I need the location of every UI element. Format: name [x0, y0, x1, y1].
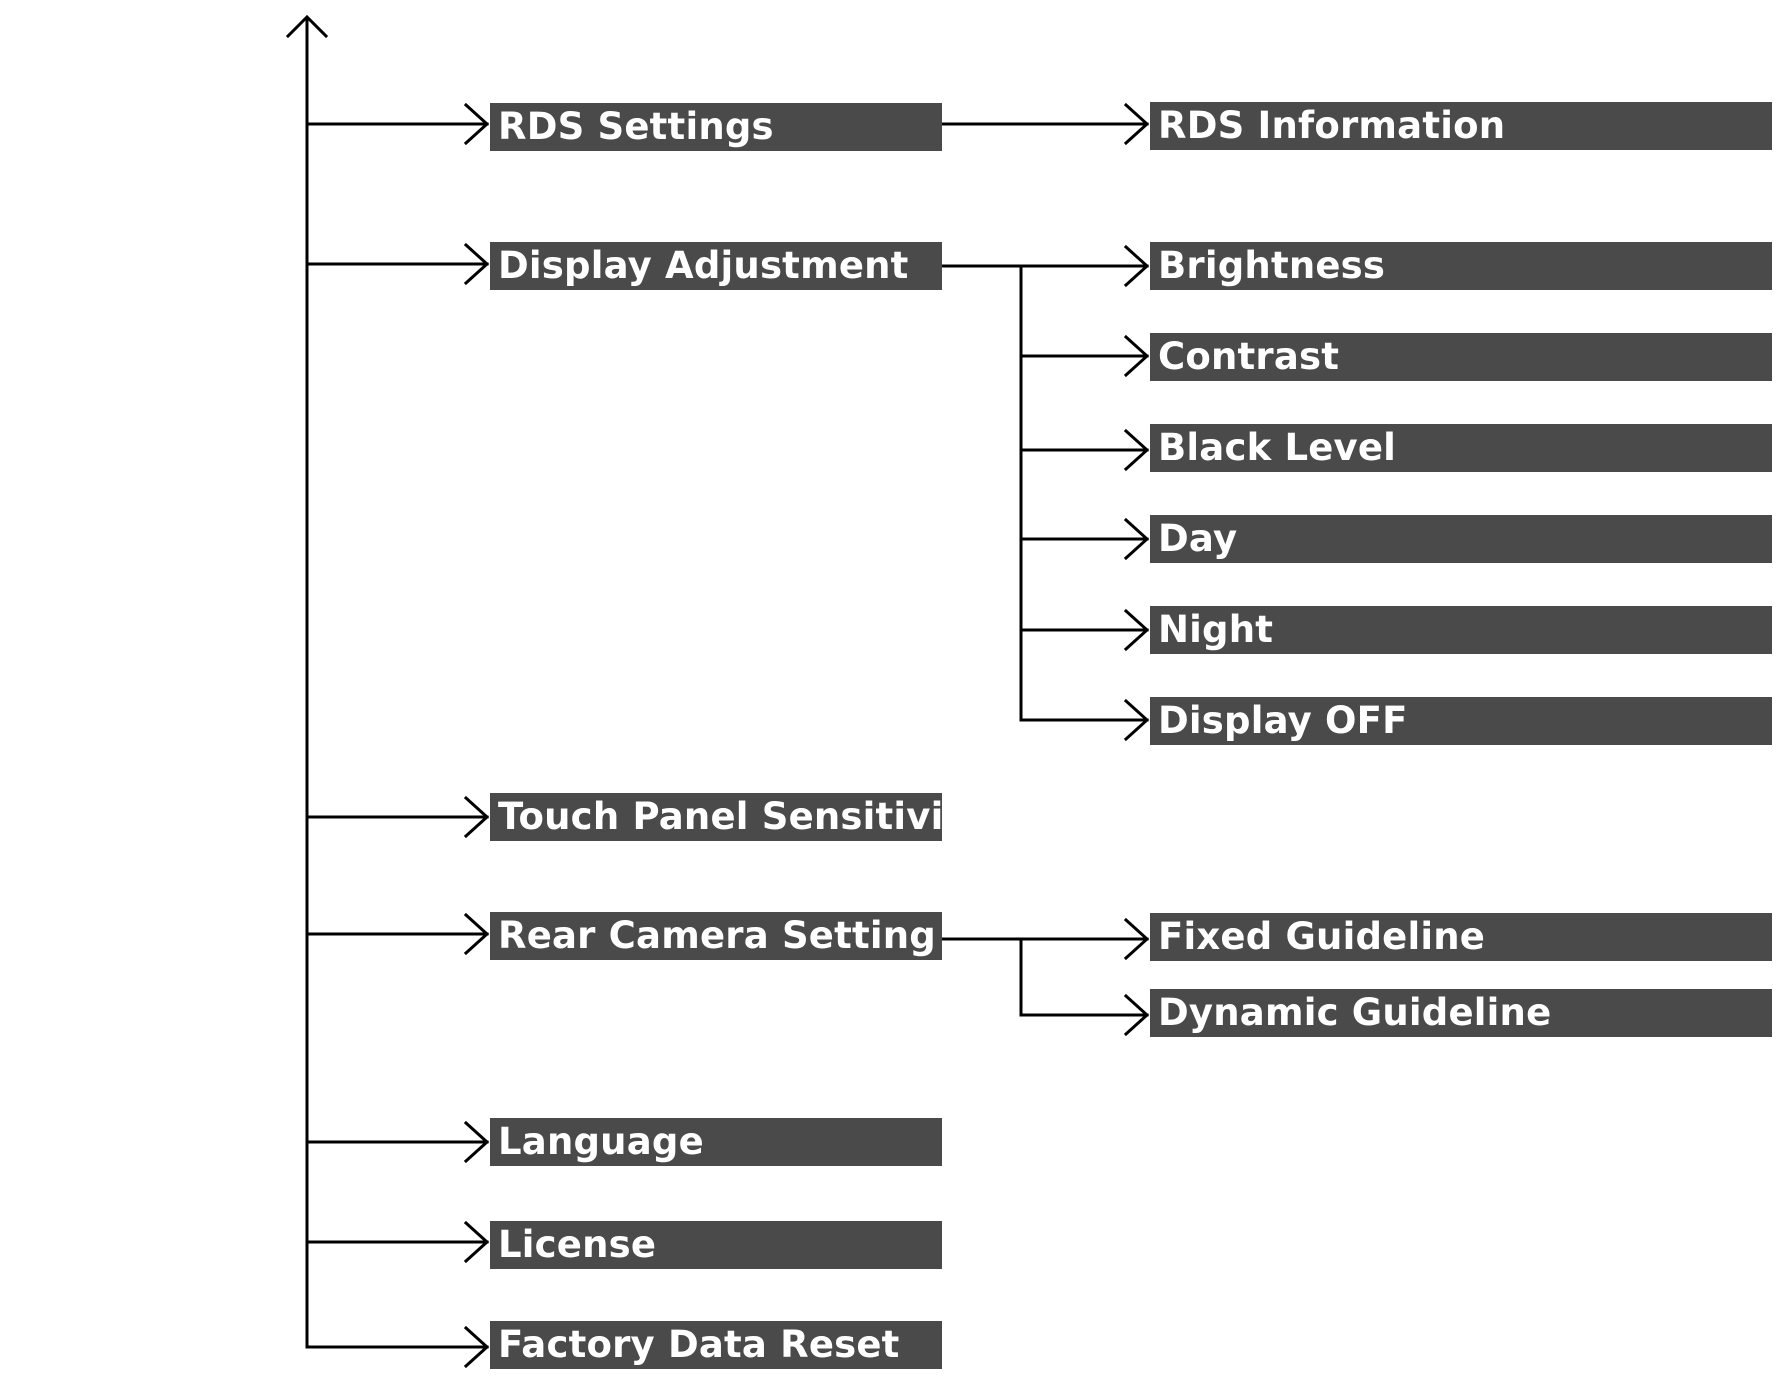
menu-item-contrast: Contrast [1150, 333, 1772, 381]
arrow-head-icon [1123, 102, 1150, 146]
menu-item-language: Language [490, 1118, 942, 1166]
arrow-head-icon [1123, 608, 1150, 652]
arrow-head-icon [463, 1120, 490, 1164]
menu-item-day: Day [1150, 515, 1772, 563]
menu-item-black-level: Black Level [1150, 424, 1772, 472]
arrow-head-icon [1123, 517, 1150, 561]
arrow-head-icon [1123, 993, 1150, 1037]
menu-item-rear-camera-setting: Rear Camera Setting [490, 912, 942, 960]
menu-item-brightness: Brightness [1150, 242, 1772, 290]
arrow-head-icon [463, 242, 490, 286]
arrow-head-icon [463, 102, 490, 146]
menu-item-display-off: Display OFF [1150, 697, 1772, 745]
arrow-head-icon [1123, 917, 1150, 961]
menu-item-license: License [490, 1221, 942, 1269]
menu-item-touch-panel-sensitivity: Touch Panel Sensitivity [490, 793, 942, 841]
menu-item-display-adjustment: Display Adjustment [490, 242, 942, 290]
menu-item-night: Night [1150, 606, 1772, 654]
arrow-head-icon [1123, 244, 1150, 288]
arrow-head-icon [463, 1325, 490, 1369]
menu-item-rds-settings: RDS Settings [490, 103, 942, 151]
arrow-head-icon [1123, 428, 1150, 472]
arrow-head-icon [463, 912, 490, 956]
menu-item-dynamic-guideline: Dynamic Guideline [1150, 989, 1772, 1037]
arrow-head-icon [1123, 698, 1150, 742]
arrow-head-icon [1123, 334, 1150, 378]
arrow-head-icon [463, 1220, 490, 1264]
menu-item-fixed-guideline: Fixed Guideline [1150, 913, 1772, 961]
trunk-up-arrow-icon [285, 14, 329, 39]
menu-item-factory-data-reset: Factory Data Reset [490, 1321, 942, 1369]
menu-item-rds-information: RDS Information [1150, 102, 1772, 150]
arrow-head-icon [463, 795, 490, 839]
